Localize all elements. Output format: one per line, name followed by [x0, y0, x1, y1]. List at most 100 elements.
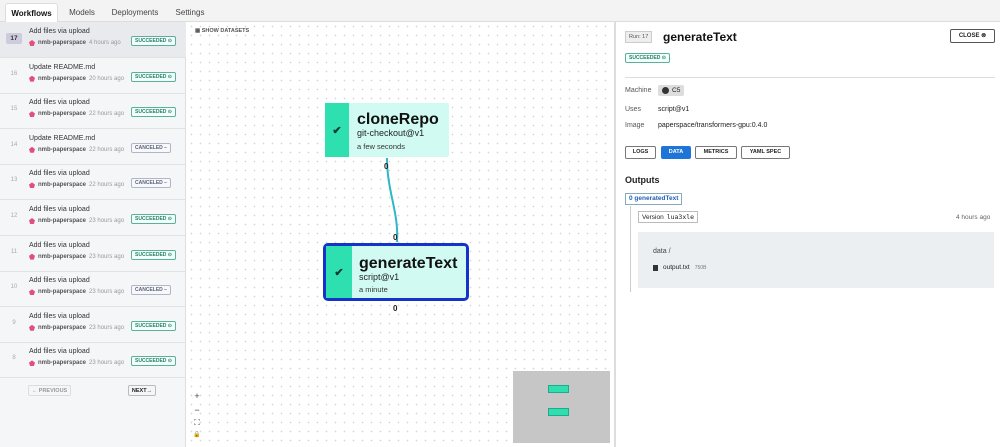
run-number: 17 [6, 33, 22, 44]
close-icon: ⊗ [981, 33, 987, 39]
show-datasets-label: SHOW DATASETS [201, 28, 250, 34]
image-value: paperspace/transformers-gpu:0.4.0 [658, 122, 768, 129]
run-user: nmb-paperspace [38, 111, 87, 118]
close-label: CLOSE [958, 33, 980, 39]
run-user: nmb-paperspace [38, 40, 87, 46]
status-badge: SUCCEEDED ⊙ [131, 36, 176, 46]
zoom-out-icon[interactable]: − [194, 405, 200, 415]
git-branch-icon [29, 360, 35, 367]
uses-value: script@v1 [658, 106, 690, 113]
run-user: nmb-paperspace [38, 253, 87, 260]
git-branch-icon [29, 40, 35, 46]
run-title: Add files via upload [29, 206, 90, 213]
run-time: 4 hours ago [89, 40, 121, 46]
status-label: SUCCEEDED [135, 38, 167, 44]
run-number: 11 [10, 248, 18, 255]
status-label: SUCCEEDED [135, 358, 167, 365]
status-badge: SUCCEEDED ⊙ [131, 71, 176, 82]
tree-line [630, 206, 631, 292]
run-time: 22 hours ago [89, 146, 125, 153]
status-icon: ⊙ [167, 251, 172, 258]
check-icon: ✔ [326, 246, 352, 298]
status-label: CANCELED [135, 180, 163, 187]
version-time: 4 hours ago [956, 214, 991, 221]
minimap-node [548, 408, 569, 416]
status-badge: SUCCEEDED ⊙ [131, 249, 176, 260]
zoom-in-icon[interactable]: + [194, 391, 200, 401]
details-panel: Run: 17 generateText CLOSE ⊗ SUCCEEDED ⊙… [614, 22, 1000, 447]
node-clonerepo[interactable]: ✔ cloneRepo git-checkout@v1 a few second… [325, 103, 449, 157]
run-title: Add files via upload [29, 348, 90, 356]
uses-label: Uses [625, 106, 641, 113]
run-title: Add files via upload [29, 277, 90, 285]
tab-metrics[interactable]: METRICS [695, 146, 737, 159]
run-user: nmb-paperspace [38, 289, 87, 296]
status-label: SUCCEEDED [135, 73, 167, 80]
run-time: 23 hours ago [89, 324, 125, 331]
tab-deployments[interactable]: Deployments [111, 8, 159, 17]
minimap-node [548, 385, 569, 393]
tab-data[interactable]: DATA [661, 146, 691, 159]
tab-logs[interactable]: LOGS [625, 146, 656, 159]
tab-workflows[interactable]: Workflows [5, 3, 58, 22]
show-datasets-toggle[interactable]: ▦ SHOW DATASETS [195, 28, 249, 34]
run-number: 16 [10, 70, 18, 77]
check-icon: ✔ [325, 103, 349, 157]
machine-label: Machine [625, 87, 652, 94]
input-port-count[interactable]: 0 [393, 233, 398, 242]
tab-settings[interactable]: Settings [175, 8, 205, 17]
run-number: 10 [10, 284, 18, 291]
data-browser: data / output.txt 750B [638, 232, 994, 288]
run-number: 12 [10, 213, 18, 219]
tab-models[interactable]: Models [69, 8, 95, 17]
status-label: SUCCEEDED [135, 251, 167, 258]
tab-yaml-spec[interactable]: YAML SPEC [741, 146, 790, 159]
git-branch-icon [29, 289, 35, 296]
file-icon [653, 264, 658, 271]
status-icon: ⊙ [167, 73, 172, 80]
output-port-count[interactable]: 0 [384, 162, 389, 171]
run-user: nmb-paperspace [38, 360, 87, 367]
status-icon: ⊙ [167, 322, 172, 329]
git-branch-icon [29, 324, 35, 331]
status-icon: ⊙ [661, 55, 666, 61]
status-badge: SUCCEEDED ⊙ [131, 356, 176, 367]
status-icon: ⊙ [167, 358, 172, 365]
minimap[interactable] [513, 371, 610, 443]
outputs-heading: Outputs [625, 175, 660, 185]
run-time: 22 hours ago [89, 182, 125, 189]
status-label: SUCCEEDED [135, 322, 167, 329]
run-user: nmb-paperspace [38, 218, 87, 224]
file-row[interactable]: output.txt 750B [653, 264, 706, 271]
dataset-icon: ▦ [195, 28, 201, 34]
workflow-canvas[interactable]: ▦ SHOW DATASETS ✔ cloneRepo git-checkout… [187, 22, 613, 447]
previous-button[interactable]: ← PREVIOUS [28, 385, 71, 396]
fit-view-icon[interactable]: ⛶ [194, 418, 200, 427]
node-generatetext[interactable]: ✔ generateText script@v1 a minute [323, 243, 469, 301]
node-time: a minute [359, 285, 388, 294]
close-button[interactable]: CLOSE ⊗ [950, 29, 995, 43]
output-chip-generatedtext[interactable]: 0 generatedText [625, 193, 683, 205]
status-label: CANCELED [135, 287, 163, 294]
lock-icon[interactable]: 🔒 [193, 432, 201, 438]
next-button[interactable]: NEXT→ [128, 385, 156, 396]
output-port-count[interactable]: 0 [393, 304, 398, 313]
